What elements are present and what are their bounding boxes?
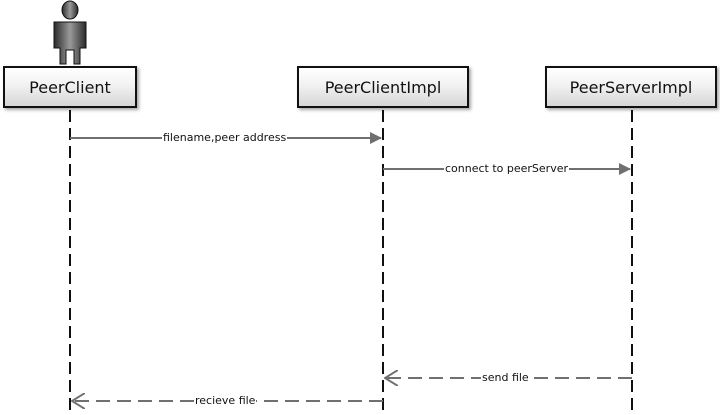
message-label-send-file: send file [481, 371, 530, 384]
message-label-filename: filename,peer address [162, 131, 288, 144]
message-label-connect: connect to peerServer [444, 162, 569, 175]
lifeline-box-peerserverimpl: PeerServerImpl [545, 66, 717, 108]
lifeline-box-peerclientimpl: PeerClientImpl [297, 66, 469, 108]
lifeline-label: PeerClient [29, 77, 111, 97]
lifeline-label: PeerClientImpl [324, 77, 442, 97]
person-icon [53, 0, 87, 65]
lifeline-box-peerclient: PeerClient [3, 66, 137, 108]
lifeline-label: PeerServerImpl [569, 77, 693, 97]
message-label-recieve-file: recieve file [194, 394, 257, 407]
